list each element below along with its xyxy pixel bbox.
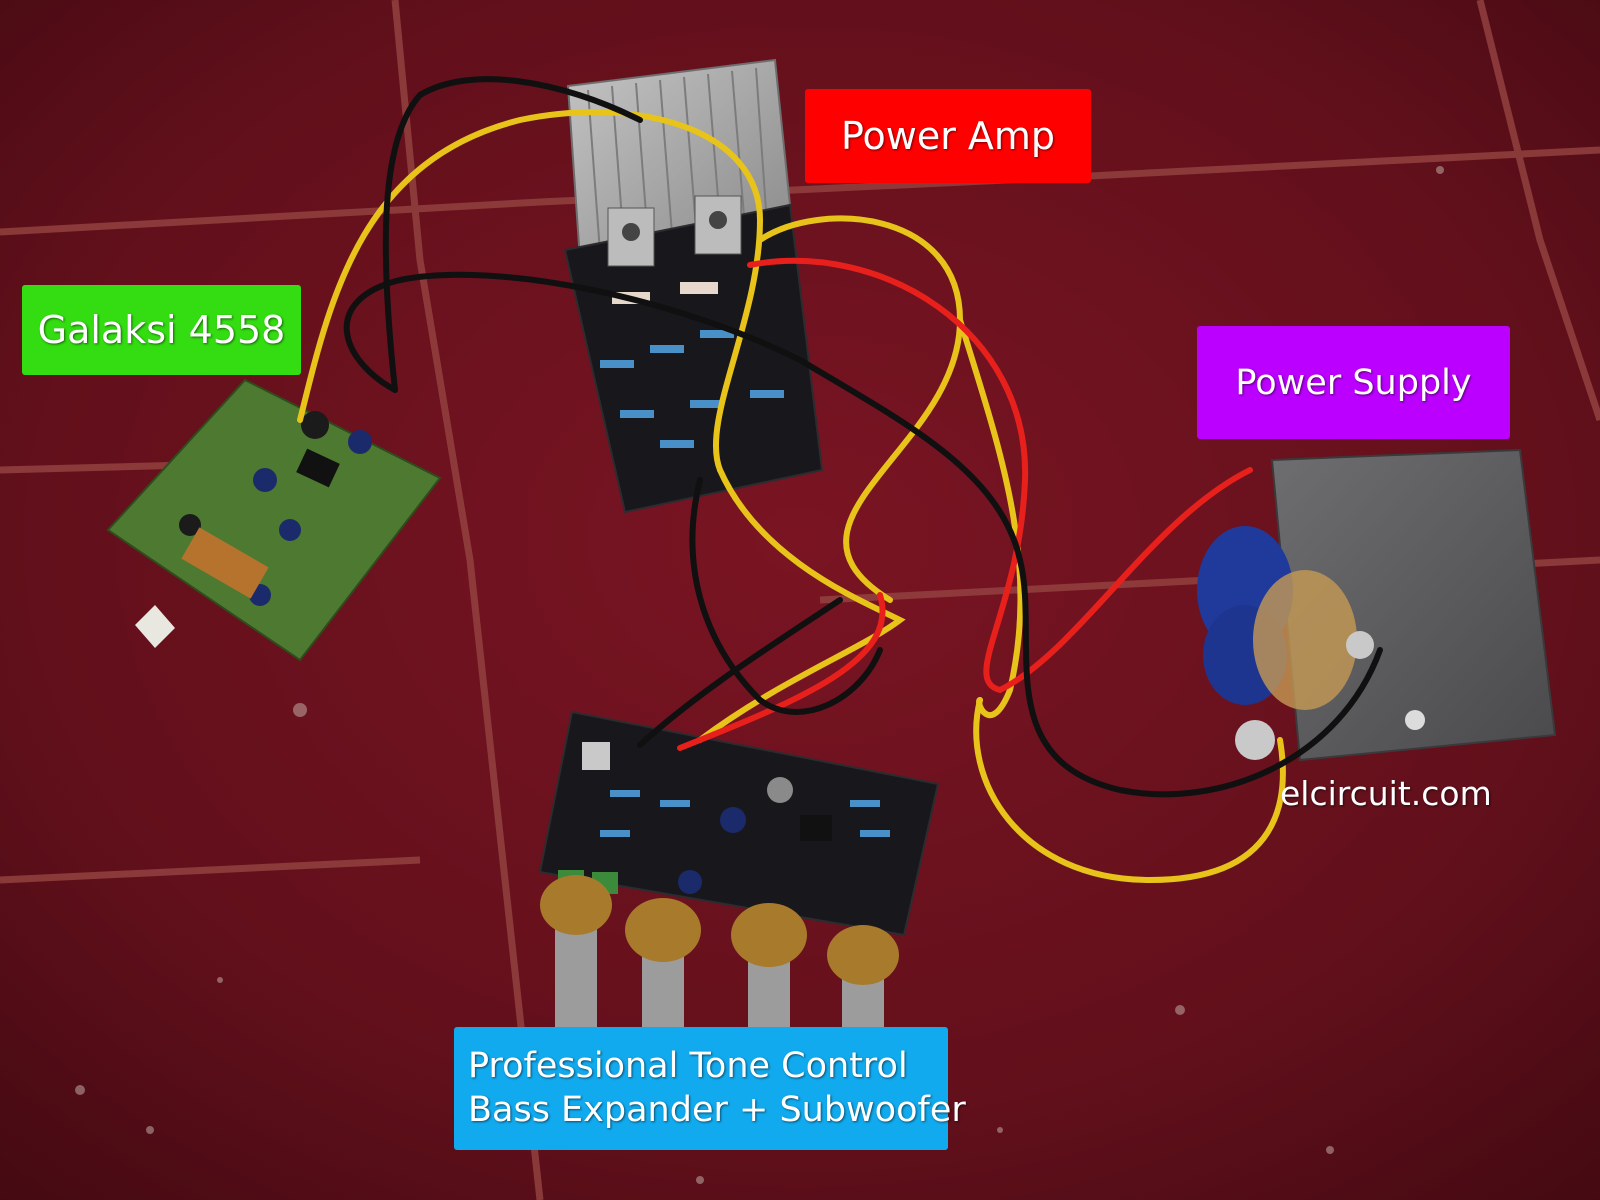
power-supply-label: Power Supply bbox=[1197, 326, 1510, 439]
tone-control-board bbox=[538, 710, 940, 1050]
potentiometer-knobs bbox=[540, 875, 899, 1050]
galaksi-4558-board bbox=[106, 378, 442, 662]
wires bbox=[297, 76, 1383, 884]
tone-control-label-line1: Professional Tone Control bbox=[468, 1045, 908, 1086]
tone-control-label: Professional Tone Control Bass Expander … bbox=[454, 1027, 966, 1150]
tone-control-label-line2: Bass Expander + Subwoofer bbox=[468, 1089, 966, 1130]
galaksi-4558-label: Galaksi 4558 bbox=[22, 285, 301, 375]
power-supply-transformer bbox=[1197, 448, 1557, 762]
power-amp-label: Power Amp bbox=[805, 89, 1091, 183]
site-watermark: elcircuit.com bbox=[1280, 774, 1492, 813]
